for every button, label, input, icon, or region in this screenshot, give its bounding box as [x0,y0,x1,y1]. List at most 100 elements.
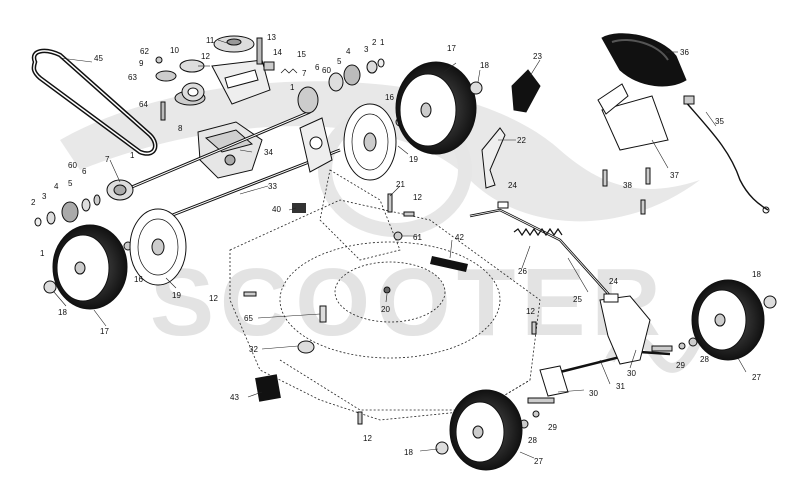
callout-18-b: 18 [58,308,67,317]
callout-42: 42 [455,233,464,242]
washer-29-lower [532,410,540,418]
hubcap-18-left [43,280,57,294]
callout-61: 61 [413,233,422,242]
callout-27-a: 27 [752,373,761,382]
wheel-hub-19-upper [343,103,397,181]
callout-3-a: 3 [364,45,369,54]
callout-30-a: 30 [627,369,636,378]
callout-2-b: 2 [31,198,36,207]
callout-16-a: 16 [385,93,394,102]
callout-12-d: 12 [413,193,422,202]
callout-12-c: 12 [363,434,372,443]
gear-4-lower [61,201,79,223]
callout-20: 20 [381,305,390,314]
callout-11: 11 [206,36,215,45]
bracket-arm [224,69,259,89]
callout-5-b: 5 [68,179,73,188]
callout-38: 38 [623,181,632,190]
callout-21: 21 [396,180,405,189]
washer-28-right [688,337,698,347]
callout-6-a: 6 [315,63,320,72]
callout-18-d: 18 [404,448,413,457]
callout-1-b: 1 [380,38,385,47]
bracket-30 [599,295,651,365]
lower-left-gear-parts [34,179,134,251]
pinion-gear-5 [328,72,344,92]
bag-bracket-37 [601,95,669,151]
callout-1-a: 1 [290,83,295,92]
callout-12-a: 12 [201,52,210,61]
callout-62: 62 [140,47,149,56]
callout-25: 25 [573,295,582,304]
bag-support [597,83,629,115]
bolt-61 [393,231,403,241]
callout-19-a: 19 [409,155,418,164]
bracket-24-upper [497,201,509,209]
grommet-32 [297,340,315,354]
deck-rear-panel [319,169,401,261]
callout-24-a: 24 [508,181,517,190]
bracket-30-lower [539,365,569,397]
callout-26: 26 [518,267,527,276]
post-65 [319,305,327,323]
callout-65: 65 [244,314,253,323]
deck-dome-inner [334,261,446,323]
watermark-ring [318,103,472,237]
upper-rear-gear-parts [297,58,405,127]
callout-33: 33 [268,182,277,191]
callout-63: 63 [128,73,137,82]
callout-5-a: 5 [337,57,342,66]
callout-31: 31 [616,382,625,391]
callout-43: 43 [230,393,239,402]
grass-bag-assembly [597,33,770,215]
pinion-gear-6 [297,86,319,114]
cap-3-lower [46,211,56,225]
blade-bolt-20 [383,286,391,294]
watermark-swoosh [60,81,700,222]
hubcap-18-lower [435,441,449,455]
callout-29-a: 29 [676,361,685,370]
callout-16-b: 16 [134,275,143,284]
callout-29-b: 29 [548,423,557,432]
callout-12-e: 12 [526,307,535,316]
hubcap-18-upper [469,81,483,95]
rear-left-wheel-17-upper [395,61,477,155]
callout-9: 9 [139,59,144,68]
axle-pin-right [651,345,673,352]
front-left-wheel-27 [449,389,523,471]
bag-cover-36 [601,33,687,87]
callout-17-a: 17 [447,44,456,53]
callout-28-a: 28 [700,355,709,364]
clip-2-lower [34,217,42,227]
callout-1-d: 1 [40,249,45,258]
callout-6-b: 6 [82,167,87,176]
callout-24-b: 24 [609,277,618,286]
callout-30-b: 30 [589,389,598,398]
callout-28-b: 28 [528,436,537,445]
callout-34: 34 [264,148,273,157]
callout-19-b: 19 [172,291,181,300]
callout-1-c: 1 [130,151,135,160]
callout-22: 22 [517,136,526,145]
callout-32: 32 [249,345,258,354]
callout-36: 36 [680,48,689,57]
cable-35 [683,99,769,211]
cable-end [683,95,695,105]
spring-15 [280,68,298,74]
height-adjust-assembly [469,69,698,429]
large-pulley-hub [226,38,242,46]
washer-6-lower [93,194,101,206]
leader-lines [53,39,747,459]
bolt-12-lower [357,411,363,425]
callout-27-b: 27 [534,457,543,466]
cap-3 [366,60,378,74]
bolt-38-a [602,169,608,187]
callout-7-b: 7 [105,155,110,164]
mower-deck [229,169,541,421]
bearing-8 [181,82,205,102]
handle-grip-23 [511,69,541,113]
deck-dome [279,241,501,359]
callout-7-a: 7 [302,69,307,78]
callout-4-b: 4 [54,182,59,191]
